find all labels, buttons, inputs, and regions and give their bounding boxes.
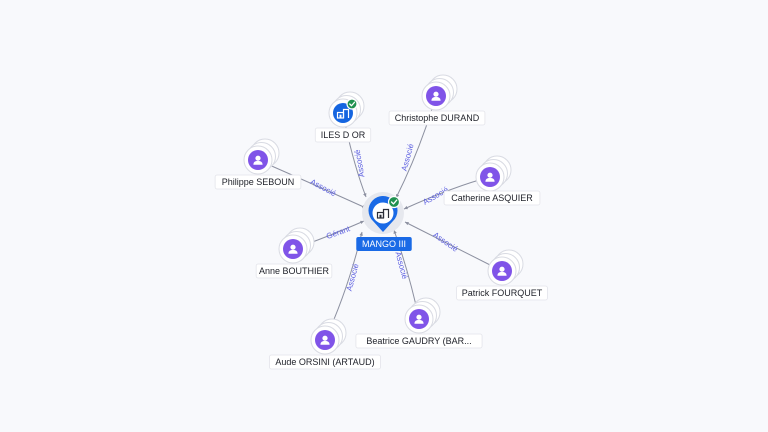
node-label-text: Patrick FOURQUET (462, 288, 543, 298)
verified-badge-icon (387, 195, 401, 209)
edge-label-fourquet: Associé (431, 230, 460, 254)
person-icon (409, 309, 429, 329)
edge-label-bouthier: Gérant (325, 224, 352, 241)
node-label-text: Catherine ASQUIER (451, 193, 533, 203)
node-label-text: Christophe DURAND (395, 113, 480, 123)
center-label: MANGO III (356, 237, 412, 251)
node-label-text: MANGO III (362, 239, 406, 249)
edge-arrow-icon (404, 205, 408, 210)
edge-label-orsini: Associé (345, 262, 361, 292)
person-icon (283, 239, 303, 259)
node-label-text: Aude ORSINI (ARTAUD) (275, 357, 374, 367)
node-label-orsini: Aude ORSINI (ARTAUD) (269, 354, 381, 370)
node-label-asquier: Catherine ASQUIER (443, 190, 541, 206)
node-label-seboun: Philippe SEBOUN (214, 174, 302, 190)
center-node[interactable]: MANGO III (356, 192, 412, 251)
edge-arrow-icon (363, 193, 367, 197)
node-label-text: ILES D OR (321, 130, 366, 140)
node-orsini[interactable]: Aude ORSINI (ARTAUD) (269, 318, 381, 370)
person-icon (492, 261, 512, 281)
edge-label-gaudry: Associé (393, 251, 409, 281)
person-icon (248, 150, 268, 170)
verified-badge-icon (346, 98, 358, 110)
edge-arrow-icon (405, 222, 409, 226)
nodes-layer: ILES D OR Christophe DURAND Catherine ASQU… (214, 74, 548, 370)
node-durand[interactable]: Christophe DURAND (388, 74, 486, 126)
edge-label-seboun: Associé (309, 177, 338, 198)
node-label-text: Philippe SEBOUN (222, 177, 295, 187)
node-bouthier[interactable]: Anne BOUTHIER (255, 227, 333, 279)
node-fourquet[interactable]: Patrick FOURQUET (456, 249, 548, 301)
node-label-bouthier: Anne BOUTHIER (255, 263, 333, 279)
edge-label-iles: Associé (353, 148, 367, 178)
person-icon (315, 330, 335, 350)
edge-arrow-icon (393, 230, 397, 234)
building-icon (376, 208, 390, 219)
edge-arrow-icon (359, 232, 363, 236)
person-icon (426, 86, 446, 106)
node-label-durand: Christophe DURAND (388, 110, 486, 126)
node-label-text: Anne BOUTHIER (259, 266, 330, 276)
node-label-gaudry: Beatrice GAUDRY (BAR... (355, 333, 483, 349)
node-iles[interactable]: ILES D OR (314, 91, 372, 143)
edge-arrow-icon (360, 220, 364, 225)
person-icon (480, 167, 500, 187)
node-label-text: Beatrice GAUDRY (BAR... (366, 336, 471, 346)
node-label-fourquet: Patrick FOURQUET (456, 285, 548, 301)
node-asquier[interactable]: Catherine ASQUIER (443, 155, 541, 206)
building-icon (333, 103, 353, 123)
node-label-iles: ILES D OR (314, 127, 372, 143)
node-seboun[interactable]: Philippe SEBOUN (214, 138, 302, 190)
edge-label-durand: Associé (400, 142, 416, 172)
node-gaudry[interactable]: Beatrice GAUDRY (BAR... (355, 297, 483, 349)
